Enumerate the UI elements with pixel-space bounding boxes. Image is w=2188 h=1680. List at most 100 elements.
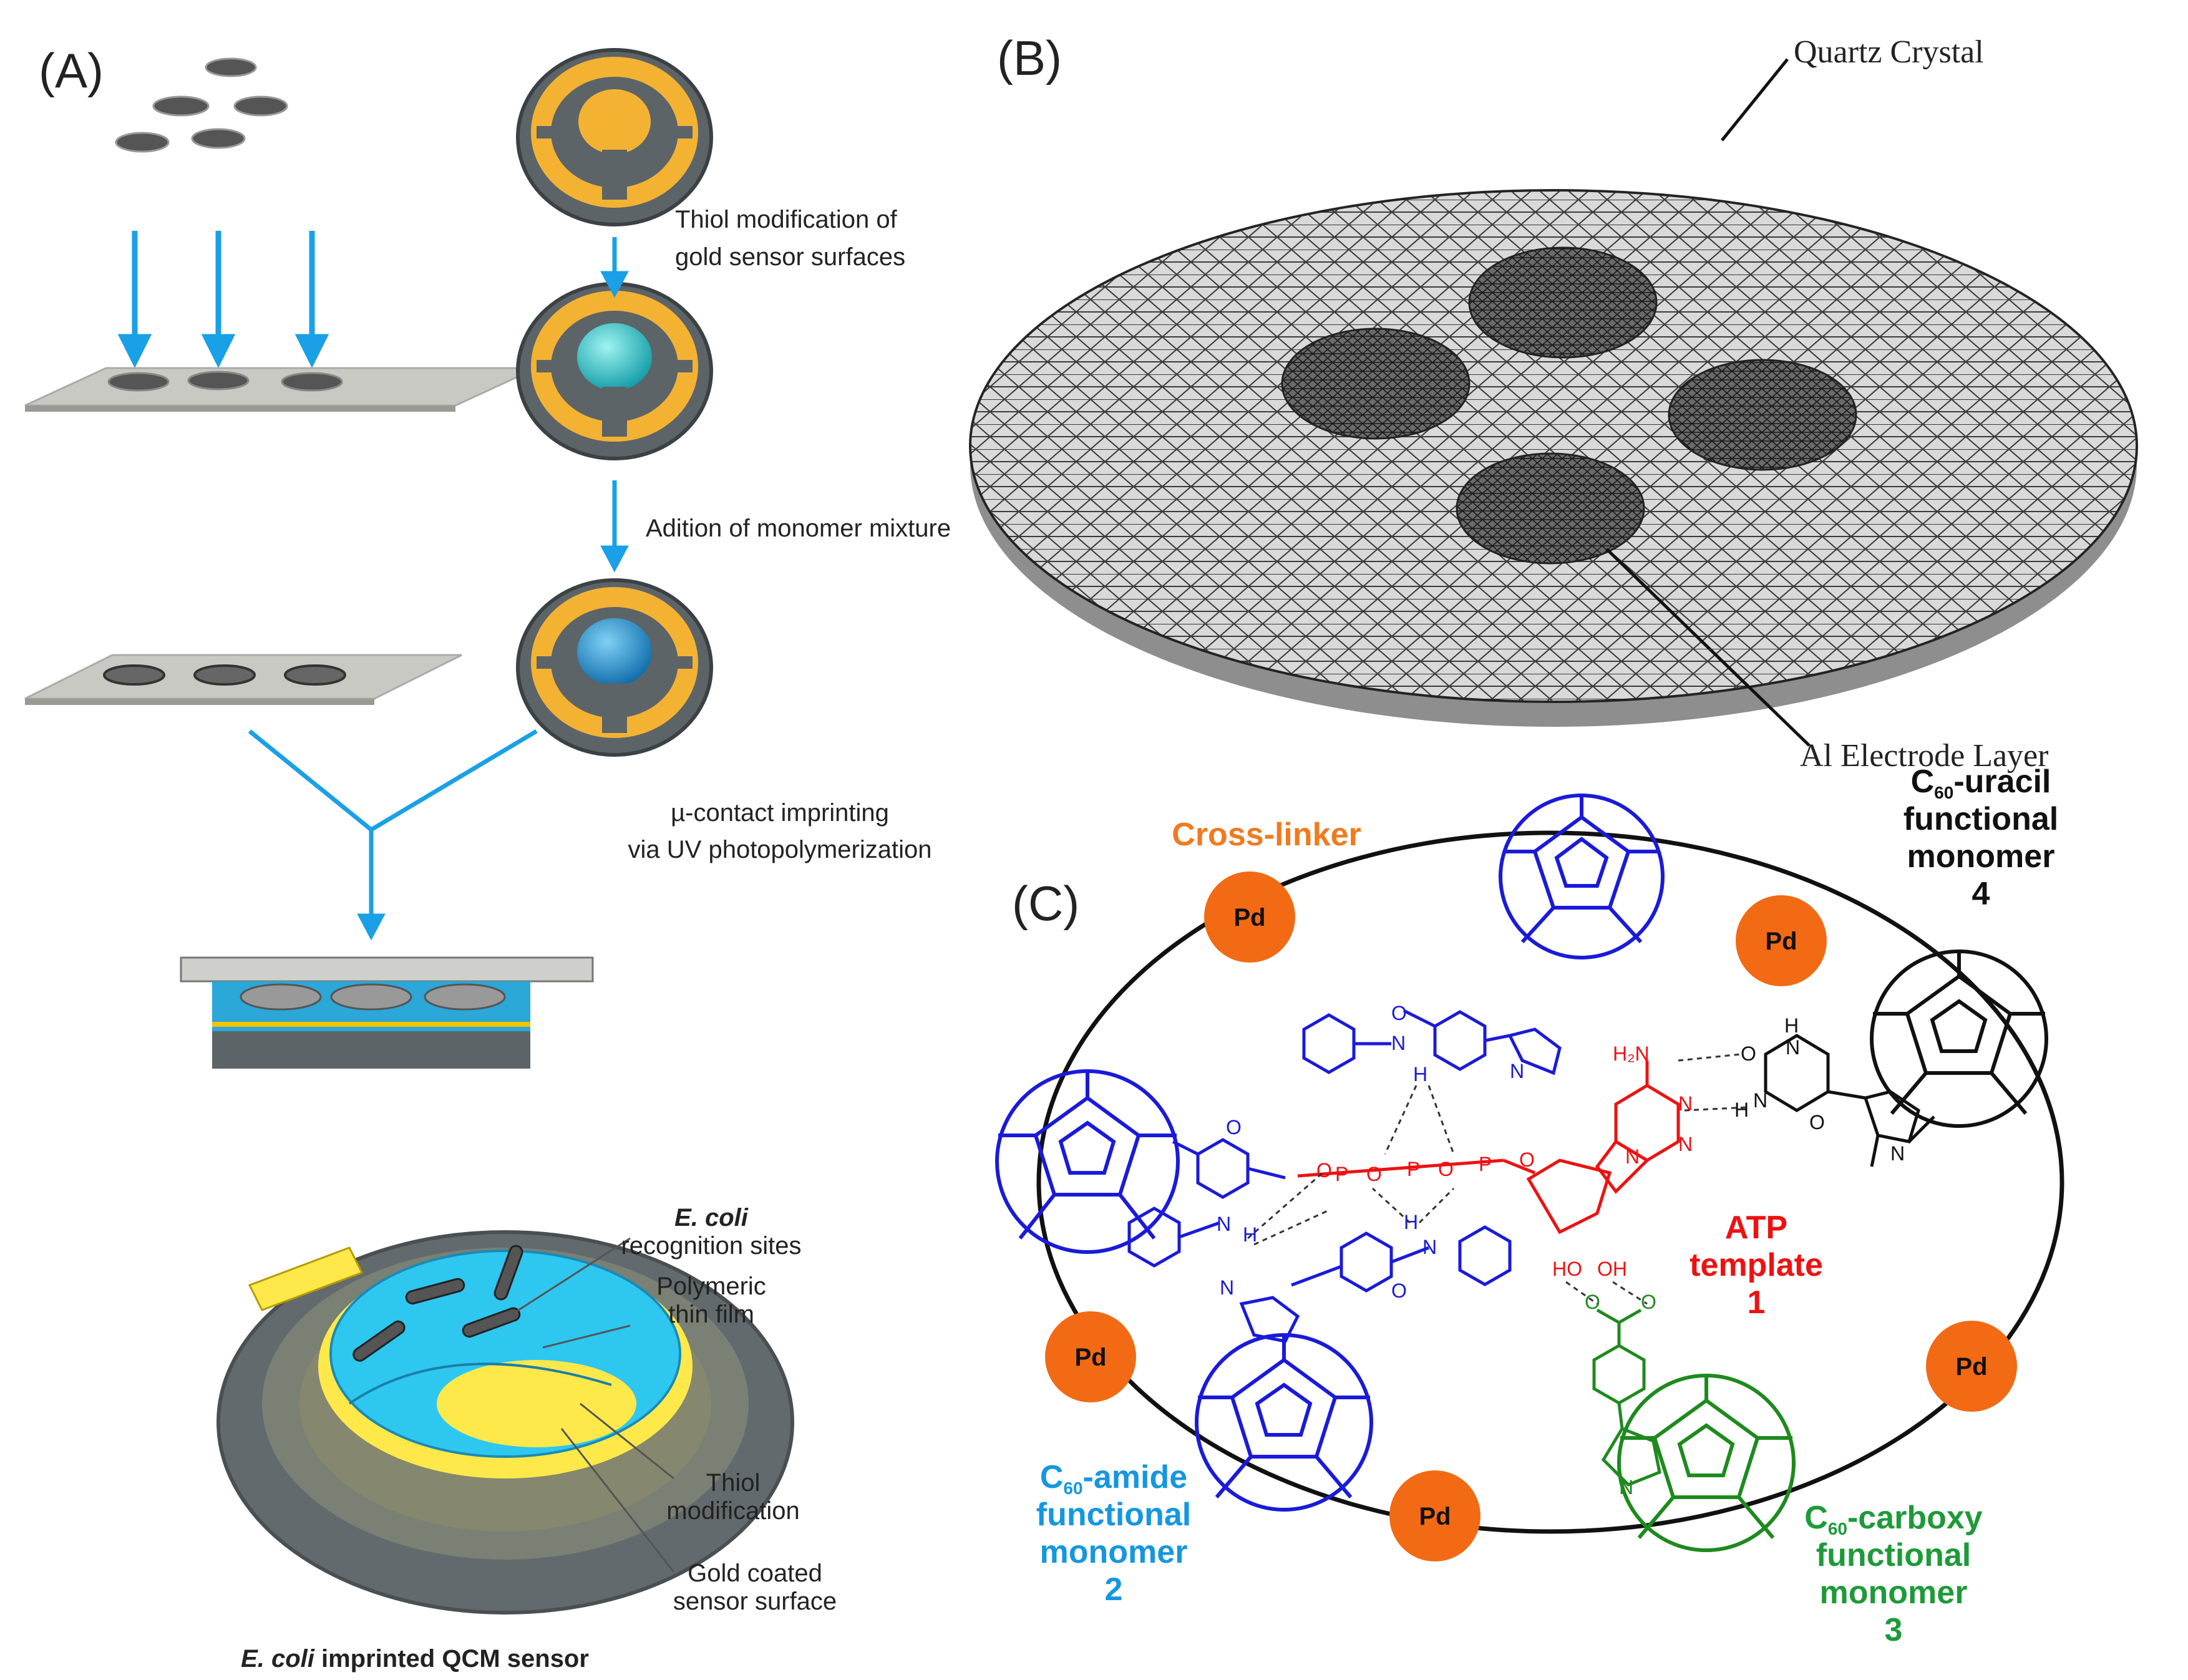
atom-n1: N <box>1678 1092 1693 1115</box>
electrode-leader-line <box>1605 548 1811 747</box>
floating-bacteria <box>115 57 288 153</box>
uracil-line2: functional <box>1904 801 2058 837</box>
atom-amide-o3: O <box>1391 1279 1407 1302</box>
pd-node-1: Pd <box>1204 872 1295 963</box>
uracil-atom-labels: H N O N H O N <box>1734 1014 1905 1165</box>
atom-p2: P <box>1407 1158 1420 1180</box>
uracil-line3: monomer <box>1907 838 2055 875</box>
atp-line2: template <box>1690 1247 1823 1283</box>
pd-node-3: Pd <box>1045 1311 1136 1402</box>
atom-o2: O <box>1438 1158 1454 1180</box>
atom-ur-h2: H <box>1734 1099 1749 1121</box>
panel-a-label: (A) <box>39 43 104 98</box>
atom-amide-o1: O <box>1391 1002 1407 1024</box>
atom-amide-n1: N <box>1391 1032 1406 1054</box>
carboxy-line3: monomer <box>1820 1575 1968 1611</box>
crosslinker-label: Cross-linker <box>1172 817 1361 853</box>
uracil-sub: 60 <box>1934 783 1953 802</box>
amide-line3: monomer <box>1040 1534 1188 1570</box>
quartz-crystal-label: Quartz Crystal <box>1794 34 1984 70</box>
panel-b-label: (B) <box>997 31 1062 85</box>
film-line2: thin film <box>668 1301 754 1328</box>
fullerene-uracil <box>1870 949 2048 1128</box>
atom-h2n: H₂N <box>1613 1042 1650 1065</box>
carboxy-structure <box>1592 1308 1661 1487</box>
pd-label: Pd <box>1955 1353 1987 1381</box>
atom-amide-n5: N <box>1510 1060 1524 1082</box>
cavity-ring <box>1036 830 2064 1534</box>
panel-c: (C) Cross-linker <box>995 764 2064 1648</box>
pd-node-5: Pd <box>1389 1470 1481 1561</box>
atp-num: 1 <box>1748 1284 1766 1321</box>
atom-cb-o1: O <box>1585 1291 1600 1313</box>
amide-num: 2 <box>1105 1571 1123 1608</box>
atom-ur-n3: N <box>1890 1142 1905 1165</box>
uracil-label: C60-uracil functional monomer 4 <box>1904 764 2058 912</box>
atom-p1: P <box>1335 1163 1348 1185</box>
al-electrode-label: Al Electrode Layer <box>1800 738 2048 774</box>
atp-structure <box>1297 1061 1680 1235</box>
flow-arrows <box>248 237 629 941</box>
sensor-caption: E. coli imprinted QCM sensor <box>241 1645 589 1673</box>
amide-sub: 60 <box>1063 1478 1082 1498</box>
pd-label: Pd <box>1233 904 1265 931</box>
atom-cb-n1: N <box>1619 1476 1633 1498</box>
fullerene-bottom <box>1195 1333 1373 1512</box>
quartz-leader-line <box>1721 58 1789 142</box>
caption-italic: E. coli <box>241 1645 315 1673</box>
atom-amide-h3: H <box>1404 1211 1418 1233</box>
atom-ho: HO <box>1552 1258 1582 1280</box>
recognition-line2: recognition sites <box>621 1232 801 1260</box>
carboxy-suffix: -carboxy <box>1847 1500 1983 1536</box>
atom-o4: O <box>1519 1148 1535 1171</box>
hydrogen-bonds <box>1247 1053 1748 1305</box>
carboxy-c: C <box>1804 1500 1828 1536</box>
recognition-line1: E. coli <box>674 1204 749 1231</box>
atom-ur-n2: N <box>1753 1089 1767 1112</box>
atom-amide-n3: N <box>1422 1236 1437 1258</box>
qcm-sensor-thiol <box>516 282 713 460</box>
step2-text: Adition of monomer mixture <box>646 515 951 542</box>
fullerene-left <box>995 1069 1180 1254</box>
imprinting-sandwich <box>180 956 594 1069</box>
atom-p3: P <box>1479 1153 1492 1175</box>
pd-label: Pd <box>1074 1344 1106 1371</box>
ecoli-imprinted-sensor <box>216 1230 794 1614</box>
amide-suffix: -amide <box>1083 1459 1188 1495</box>
stamping-arrows <box>117 231 329 369</box>
panel-b: (B) Quartz Crystal Al Electrode Layer <box>969 31 2138 774</box>
uracil-num: 4 <box>1972 876 1990 912</box>
imprint-stamp-plate <box>24 654 462 705</box>
pd-label: Pd <box>1765 928 1797 955</box>
step1-line1: Thiol modification of <box>675 206 898 233</box>
atp-atom-labels: P P P O O O O H₂N N N N HO OH <box>1316 1042 1693 1280</box>
carboxy-atom-labels: O O N <box>1585 1291 1656 1498</box>
fullerene-carboxy <box>1617 1374 1796 1552</box>
atom-cb-o2: O <box>1641 1291 1656 1313</box>
carboxy-num: 3 <box>1885 1612 1903 1648</box>
carboxy-line1: C60-carboxy <box>1804 1500 1983 1538</box>
amide-line2: functional <box>1036 1497 1191 1533</box>
panel-c-label: (C) <box>1012 876 1079 931</box>
atom-amide-h2: H <box>1243 1223 1257 1246</box>
carboxy-sub: 60 <box>1828 1519 1847 1538</box>
atom-ur-o2: O <box>1809 1111 1825 1134</box>
uracil-structure <box>1764 1034 1935 1167</box>
uracil-c: C <box>1911 764 1935 800</box>
atp-line1: ATP <box>1725 1210 1787 1246</box>
uracil-line1: C60-uracil <box>1911 764 2051 802</box>
amide-monomer-structures <box>1127 1009 1562 1343</box>
panel-a: (A) <box>24 43 951 1673</box>
al-electrode-discs <box>1281 246 1857 565</box>
bacteria-stamp-plate <box>24 367 537 412</box>
thiol-line2: modification <box>666 1497 799 1525</box>
pd-node-4: Pd <box>1926 1321 2017 1412</box>
amide-label: C60-amide functional monomer 2 <box>1036 1459 1191 1608</box>
step1-line2: gold sensor surfaces <box>675 243 905 271</box>
atom-n2: N <box>1678 1133 1693 1155</box>
amide-atom-labels: O N H O N H N H O N N <box>1217 1002 1524 1302</box>
uracil-suffix: -uracil <box>1953 764 2051 800</box>
step3-line2: via UV photopolymerization <box>628 836 932 863</box>
atom-o3: O <box>1316 1159 1332 1182</box>
